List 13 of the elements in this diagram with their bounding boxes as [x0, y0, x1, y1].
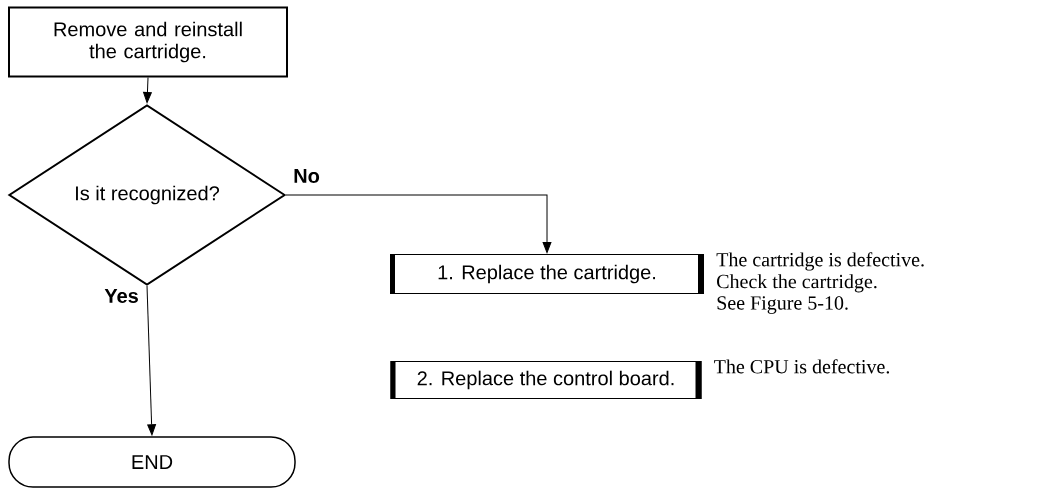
edge-label: No — [292, 168, 321, 184]
arrow — [285, 194, 552, 254]
edge-label: Yes — [103, 288, 140, 304]
process-box: Remove and reinstall the cartridge. — [8, 6, 288, 78]
note-text: See Figure 5-10. — [717, 296, 848, 314]
action-box: 2. Replace the control board. — [390, 361, 702, 399]
note-text: Check the cartridge. — [717, 274, 877, 293]
terminal-box: END — [8, 436, 296, 488]
action-box: 1. Replace the cartridge. — [390, 254, 704, 294]
note-text: The cartridge is defective. — [716, 252, 924, 271]
arrow — [143, 77, 152, 104]
arrow — [146, 285, 157, 436]
note-text: The CPU is defective. — [714, 359, 890, 374]
